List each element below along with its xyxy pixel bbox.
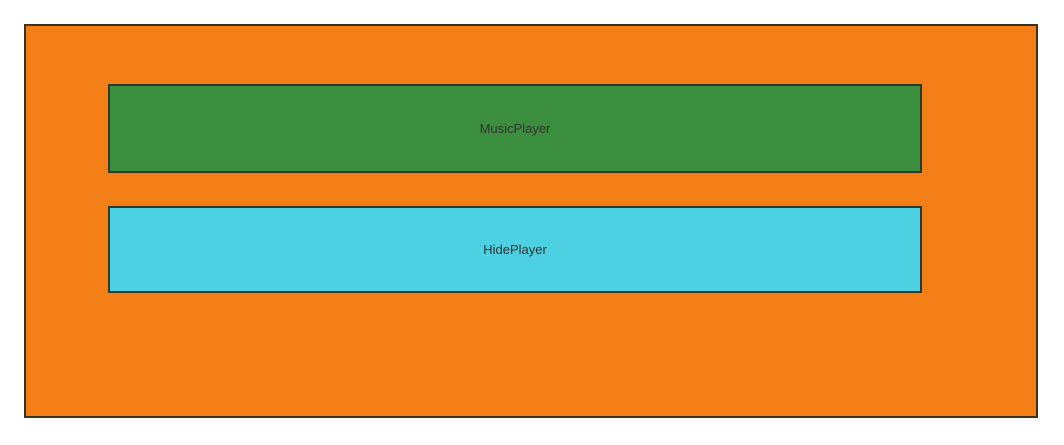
music-player-block[interactable]: MusicPlayer (108, 84, 922, 173)
music-player-label: MusicPlayer (479, 121, 551, 136)
hide-player-block[interactable]: HidePlayer (108, 206, 922, 293)
outer-container: MusicPlayer HidePlayer (24, 24, 1038, 418)
hide-player-label: HidePlayer (483, 242, 547, 257)
